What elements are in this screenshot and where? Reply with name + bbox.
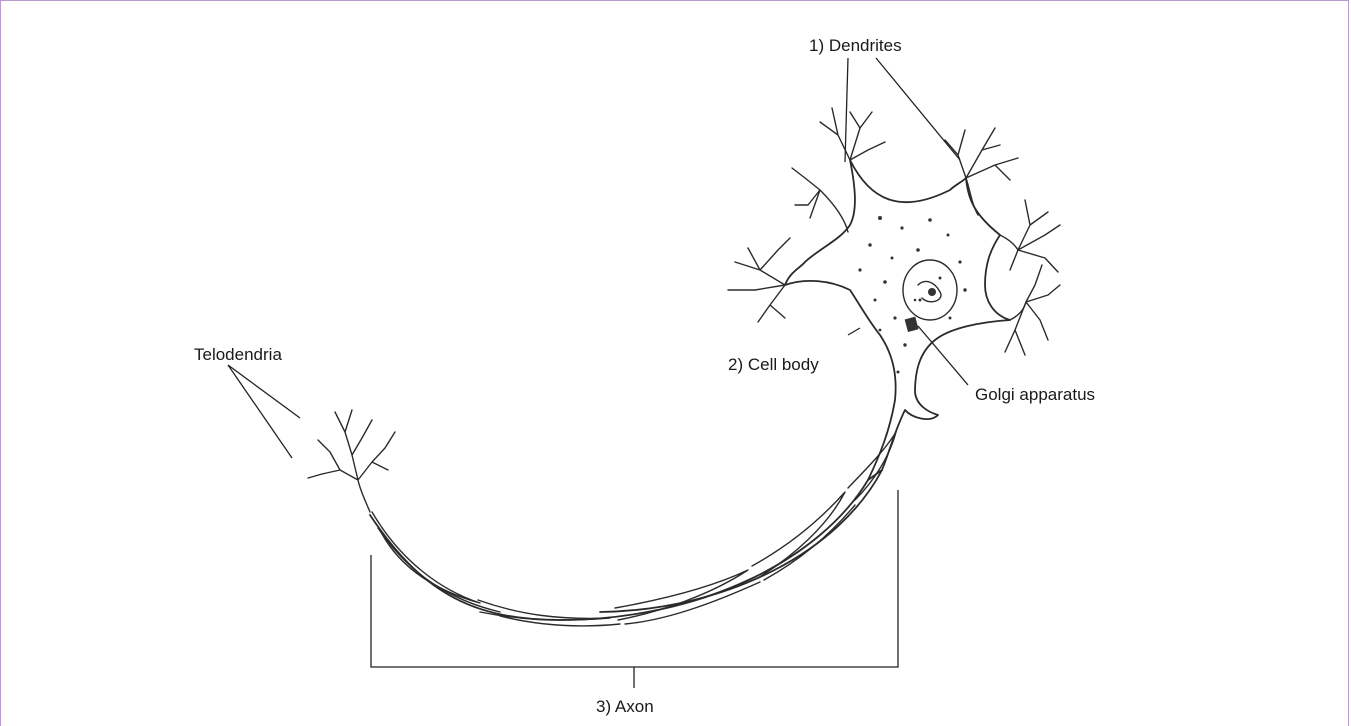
cytoplasm-granules (858, 216, 966, 374)
label-dendrites: 1) Dendrites (809, 36, 902, 55)
golgi-body (905, 317, 919, 332)
leader-dendrites-left (845, 58, 848, 162)
label-golgi-apparatus: Golgi apparatus (975, 385, 1095, 404)
telodendria-branches (308, 410, 395, 512)
label-cell-body: 2) Cell body (728, 355, 819, 374)
leader-cell-body (848, 328, 860, 335)
leader-telodendria-lower (228, 365, 292, 458)
leader-lines (228, 58, 968, 688)
axon-bracket (371, 490, 898, 667)
label-axon: 3) Axon (596, 697, 654, 716)
label-telodendria: Telodendria (194, 345, 282, 364)
leader-telodendria-upper (228, 365, 300, 418)
leader-dendrites-right (876, 58, 960, 160)
nucleus (903, 260, 957, 320)
axon (370, 432, 896, 626)
